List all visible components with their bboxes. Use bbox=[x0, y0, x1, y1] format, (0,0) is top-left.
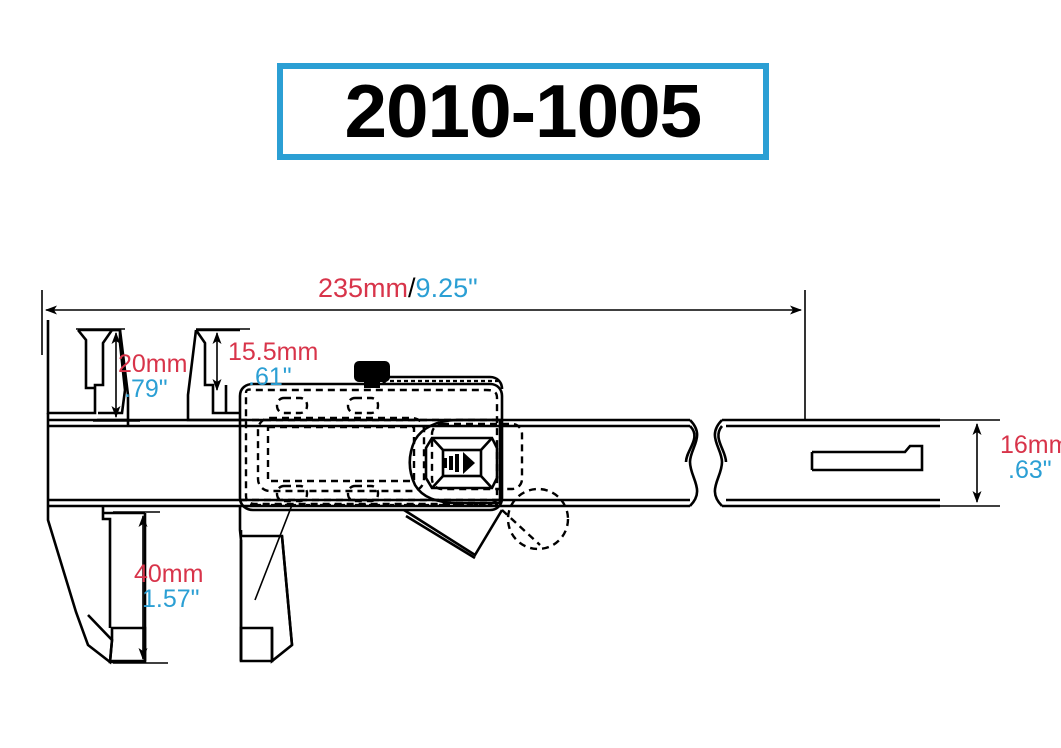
upper-jaw-inner-imperial: .61" bbox=[248, 363, 292, 391]
thumbwheel-facet-bl bbox=[431, 475, 444, 489]
overall-length-separator: / bbox=[408, 273, 416, 303]
display-housing bbox=[238, 375, 504, 560]
thumbwheel-facet-br bbox=[480, 475, 493, 489]
upper-fixed-jaw-left-edge bbox=[76, 329, 95, 390]
thumbwheel-face bbox=[441, 448, 483, 478]
thumbwheel-facet-tl bbox=[431, 437, 444, 451]
housing-hidden-outline bbox=[244, 388, 499, 506]
lower-jaw-depth-imperial: 1.57" bbox=[142, 585, 200, 613]
beam-height-imperial: .63" bbox=[1008, 456, 1052, 484]
dimension-40mm bbox=[113, 511, 168, 664]
lower-moving-jaw-body bbox=[239, 626, 274, 663]
grip-bar-3 bbox=[455, 454, 459, 472]
thumbwheel-facet-tr bbox=[480, 437, 493, 451]
lower-fixed-jaw-outline bbox=[46, 506, 114, 665]
lower-jaw-depth-label: 40mm 1.57" bbox=[134, 562, 203, 612]
upper-moving-jaw-outline bbox=[194, 329, 240, 415]
dimension-15-5mm bbox=[196, 328, 250, 391]
housing-lower-tip-inner bbox=[405, 514, 476, 560]
button-top-left[interactable] bbox=[275, 396, 309, 415]
housing-serrations bbox=[250, 379, 498, 507]
overall-length-imperial: 9.25" bbox=[415, 273, 478, 303]
lock-screw bbox=[354, 361, 390, 388]
part-number-plate: 2010-1005 bbox=[277, 63, 769, 160]
housing-top-strip bbox=[381, 375, 504, 390]
main-beam bbox=[46, 413, 940, 508]
upper-jaw-outer-label: 20mm .79" bbox=[118, 352, 187, 402]
thumbwheel-outer[interactable] bbox=[408, 418, 502, 505]
thumbwheel-hidden-outline bbox=[430, 422, 524, 491]
break-symbol-right-2 bbox=[717, 425, 728, 463]
break-symbol-left-2 bbox=[684, 425, 696, 463]
button-bottom-left[interactable] bbox=[275, 484, 309, 503]
upper-jaw-outer-metric: 20mm bbox=[118, 350, 188, 378]
grip-bar-2 bbox=[449, 456, 453, 470]
thumbwheel[interactable] bbox=[408, 418, 502, 505]
grip-arrow bbox=[463, 452, 475, 474]
leader-line bbox=[254, 504, 293, 601]
dimension-16mm bbox=[812, 419, 1000, 507]
button-top-right[interactable] bbox=[346, 396, 380, 415]
display-internals bbox=[240, 388, 570, 551]
lcd-screen bbox=[266, 425, 416, 483]
beam-height-metric: 16mm bbox=[1000, 431, 1061, 459]
housing-tip-hidden bbox=[501, 509, 541, 546]
upper-jaw-inner-label: 15.5mm .61" bbox=[228, 340, 318, 390]
depth-rod-outline bbox=[812, 444, 924, 472]
lower-moving-jaw-edge bbox=[280, 535, 294, 646]
upper-jaw-inner-metric: 15.5mm bbox=[228, 338, 319, 366]
upper-jaw-outer-imperial: .79" bbox=[124, 375, 168, 403]
break-symbol-left bbox=[688, 419, 699, 507]
thumbwheel-hidden-circle bbox=[506, 487, 570, 551]
button-bottom-right[interactable] bbox=[346, 484, 380, 503]
break-symbol-right bbox=[713, 419, 724, 507]
upper-fixed-jaw-outline bbox=[46, 320, 127, 415]
grip-bar-1 bbox=[443, 458, 447, 468]
overall-length-dimension bbox=[41, 290, 806, 420]
overall-length-metric: 235mm bbox=[318, 273, 409, 303]
beam-height-label: 16mm .63" bbox=[1000, 433, 1061, 483]
lower-jaw-depth-metric: 40mm bbox=[134, 560, 204, 588]
lock-screw-head bbox=[354, 361, 390, 382]
depth-rod bbox=[810, 444, 924, 472]
part-number-text: 2010-1005 bbox=[344, 69, 703, 153]
housing-lower-tip bbox=[403, 508, 504, 557]
lcd-bezel bbox=[256, 416, 426, 493]
lower-fixed-jaw-inner bbox=[108, 626, 147, 664]
lower-fixed-jaw-blade bbox=[101, 506, 112, 628]
thumbwheel-grip-glyph bbox=[443, 452, 475, 474]
display-housing-outline bbox=[238, 382, 504, 512]
overall-length-label: 235mm/9.25" bbox=[318, 273, 478, 303]
drawing-geometry bbox=[41, 290, 1000, 665]
lock-screw-stem bbox=[364, 379, 380, 388]
